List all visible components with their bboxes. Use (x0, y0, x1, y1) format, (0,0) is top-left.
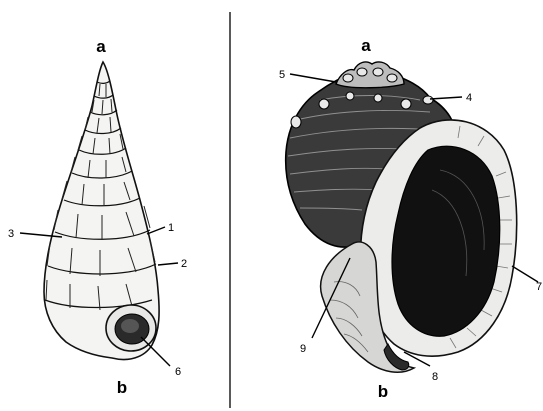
callout-1: 1 (168, 222, 174, 234)
callout-3: 3 (8, 228, 14, 240)
right-apex-label: a (361, 36, 371, 55)
right-base-label: b (378, 382, 388, 401)
callout-8: 8 (432, 371, 438, 383)
callout-9: 9 (300, 343, 306, 355)
left-base-label: b (117, 378, 127, 397)
left-apex-label: a (96, 37, 106, 56)
callout-line-4 (430, 97, 462, 99)
callout-6: 6 (175, 366, 181, 378)
callout-line-2 (158, 263, 178, 265)
left-shell-illustration (44, 62, 159, 359)
callout-line-5 (290, 74, 336, 82)
callout-5: 5 (279, 69, 285, 81)
callout-4: 4 (466, 92, 472, 104)
callout-7: 7 (536, 281, 542, 293)
callout-line-7 (512, 266, 538, 282)
callout-2: 2 (181, 258, 187, 270)
right-shell-illustration (286, 62, 517, 372)
